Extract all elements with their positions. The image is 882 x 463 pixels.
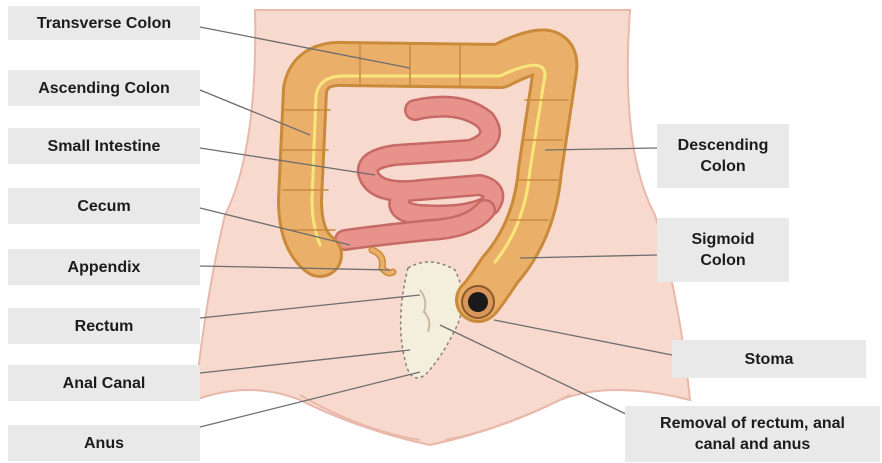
- label-anal-canal: Anal Canal: [8, 365, 200, 401]
- label-appendix: Appendix: [8, 249, 200, 285]
- label-sigmoid-colon: Sigmoid Colon: [657, 218, 789, 282]
- label-stoma: Stoma: [672, 340, 866, 378]
- label-transverse-colon: Transverse Colon: [8, 6, 200, 40]
- label-descending-colon: Descending Colon: [657, 124, 789, 188]
- label-ascending-colon: Ascending Colon: [8, 70, 200, 106]
- label-anus: Anus: [8, 425, 200, 461]
- label-small-intestine: Small Intestine: [8, 128, 200, 164]
- label-removal: Removal of rectum, anal canal and anus: [625, 406, 880, 462]
- label-cecum: Cecum: [8, 188, 200, 224]
- stoma-opening: [468, 292, 488, 312]
- label-rectum: Rectum: [8, 308, 200, 344]
